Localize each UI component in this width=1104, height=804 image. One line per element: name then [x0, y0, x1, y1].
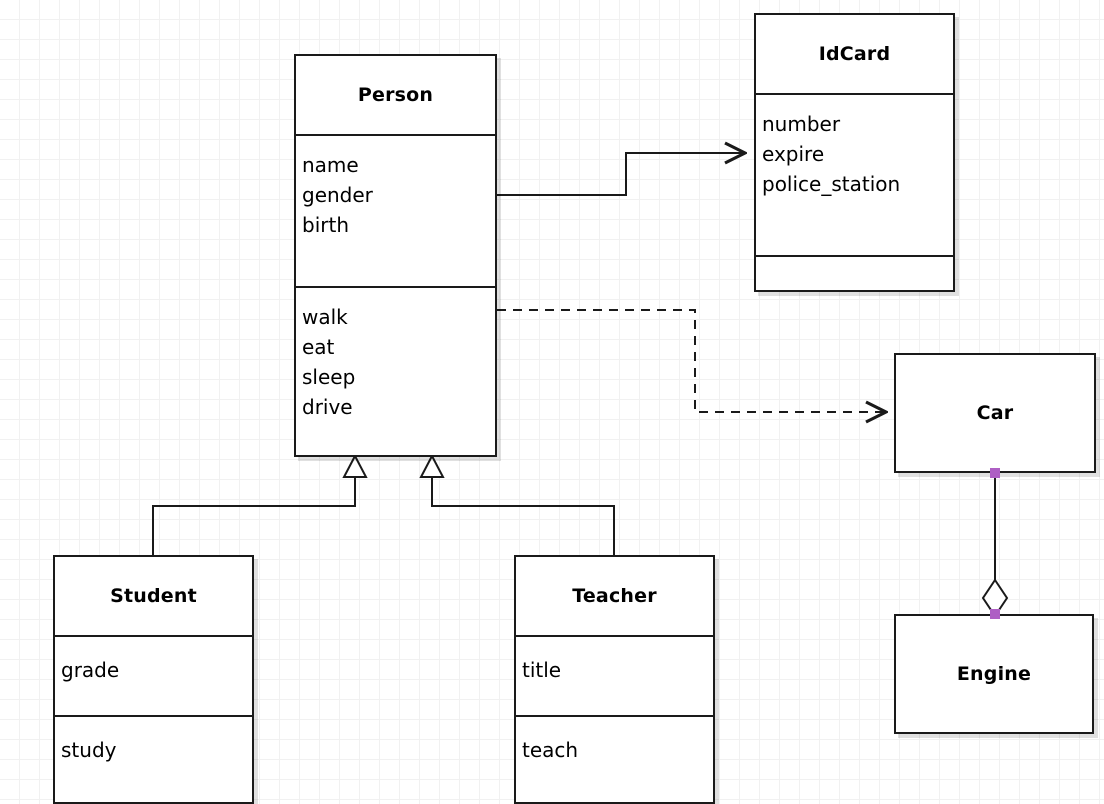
attribute-item: gender	[302, 183, 373, 207]
class-box-teacher[interactable]: Teacher title teach	[514, 555, 715, 804]
method-item: drive	[302, 395, 353, 419]
method-item: walk	[302, 305, 348, 329]
class-attributes-teacher: title	[516, 635, 713, 715]
edge-handle-engine-end[interactable]	[990, 609, 1000, 619]
attribute-item: birth	[302, 213, 349, 237]
attribute-item: police_station	[762, 172, 901, 196]
class-box-car[interactable]: Car	[894, 353, 1096, 473]
class-methods-student: study	[55, 715, 252, 804]
class-title-text: Engine	[956, 663, 1032, 685]
class-name-person: Person	[296, 56, 495, 134]
class-box-student[interactable]: Student grade study	[53, 555, 254, 804]
class-box-idcard[interactable]: IdCard number expire police_station	[754, 13, 955, 292]
edge-teacher-person[interactable]	[419, 453, 615, 555]
class-name-teacher: Teacher	[516, 557, 713, 635]
class-methods-person: walk eat sleep drive	[296, 286, 495, 455]
class-name-student: Student	[55, 557, 252, 635]
attribute-item: name	[302, 153, 359, 177]
class-box-engine[interactable]: Engine	[894, 614, 1094, 734]
attribute-item: expire	[762, 142, 825, 166]
class-attributes-person: name gender birth	[296, 134, 495, 286]
class-title-text: IdCard	[818, 43, 891, 65]
class-attributes-idcard: number expire police_station	[756, 93, 953, 255]
class-title-text: Car	[976, 402, 1014, 424]
class-methods-teacher: teach	[516, 715, 713, 804]
edge-person-idcard[interactable]	[497, 153, 745, 196]
method-item: study	[61, 738, 117, 762]
class-name-engine: Engine	[896, 616, 1092, 732]
class-attributes-student: grade	[55, 635, 252, 715]
class-title-text: Student	[110, 585, 197, 607]
method-item: teach	[522, 738, 579, 762]
method-item: sleep	[302, 365, 356, 389]
method-item: eat	[302, 335, 335, 359]
edge-handle-car-end[interactable]	[990, 468, 1000, 478]
attribute-item: title	[522, 658, 562, 682]
edge-car-engine[interactable]	[981, 473, 1009, 618]
attribute-item: number	[762, 112, 841, 136]
class-box-person[interactable]: Person name gender birth walk eat sleep …	[294, 54, 497, 457]
class-title-text: Teacher	[572, 585, 657, 607]
edge-student-person[interactable]	[152, 453, 368, 555]
class-title-text: Person	[357, 84, 434, 106]
attribute-item: grade	[61, 658, 120, 682]
class-name-car: Car	[896, 355, 1094, 471]
class-name-idcard: IdCard	[756, 15, 953, 93]
edge-person-car[interactable]	[497, 309, 886, 412]
class-methods-idcard	[756, 255, 953, 290]
